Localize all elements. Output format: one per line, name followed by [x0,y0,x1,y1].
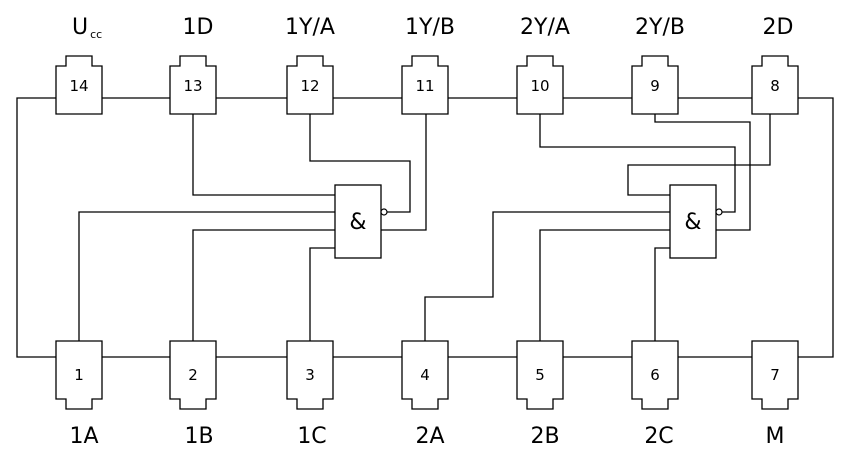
pin-14: 14 [55,55,103,115]
supply-loop [16,97,834,358]
pin-1-label: 1A [69,424,98,449]
pin-2-label: 1B [184,424,213,449]
pin-number: 10 [530,77,549,95]
pin-13: 13 [169,55,217,115]
pin-number: 4 [420,366,430,384]
gate-2-symbol: & [684,210,701,235]
pin-8: 8 [751,55,799,115]
pin-number: 3 [305,366,315,384]
pin-number: 14 [69,77,88,95]
pin-number: 7 [770,366,780,384]
pin-number: 11 [415,77,434,95]
pin-10: 10 [516,55,564,115]
bottom-labels: 1A 1B 1C 2A 2B 2C M [69,424,784,449]
pin-number: 1 [74,366,84,384]
pin-9: 9 [631,55,679,115]
nand-gate-2: & [669,184,723,259]
pin-4-label: 2A [415,424,444,449]
pin-3-label: 1C [297,424,326,449]
pin-number: 9 [650,77,660,95]
pin-13-label: 1D [183,15,214,40]
pin-number: 13 [183,77,202,95]
pin-7-label: M [766,424,785,449]
pin-7: 7 [751,340,799,410]
pin-number: 12 [300,77,319,95]
gate-1-symbol: & [349,210,366,235]
pin-11: 11 [401,55,449,115]
pin-5-label: 2B [530,424,559,449]
pin-6: 6 [631,340,679,410]
pin-12-label: 1Y/A [285,15,335,40]
pin-number: 5 [535,366,545,384]
pin-1: 1 [55,340,103,410]
top-pins: 14 13 12 11 10 9 8 [55,55,799,115]
pin-4: 4 [401,340,449,410]
pin-6-label: 2C [644,424,673,449]
inversion-bubble [380,208,388,216]
pin-number: 6 [650,366,660,384]
gate-1-wiring [78,114,427,341]
gate-2-wiring [424,114,771,341]
pin-8-label: 2D [763,15,794,40]
pin-11-label: 1Y/B [405,15,455,40]
pin-5: 5 [516,340,564,410]
pin-number: 2 [188,366,198,384]
pin-12: 12 [286,55,334,115]
pin-2: 2 [169,340,217,410]
pin-9-label: 2Y/B [635,15,685,40]
pin-10-label: 2Y/A [520,15,570,40]
bottom-pins: 1 2 3 4 5 6 7 [55,340,799,410]
inversion-bubble [715,208,723,216]
pin-number: 8 [770,77,780,95]
pin-3: 3 [286,340,334,410]
nand-gate-1: & [334,184,388,259]
